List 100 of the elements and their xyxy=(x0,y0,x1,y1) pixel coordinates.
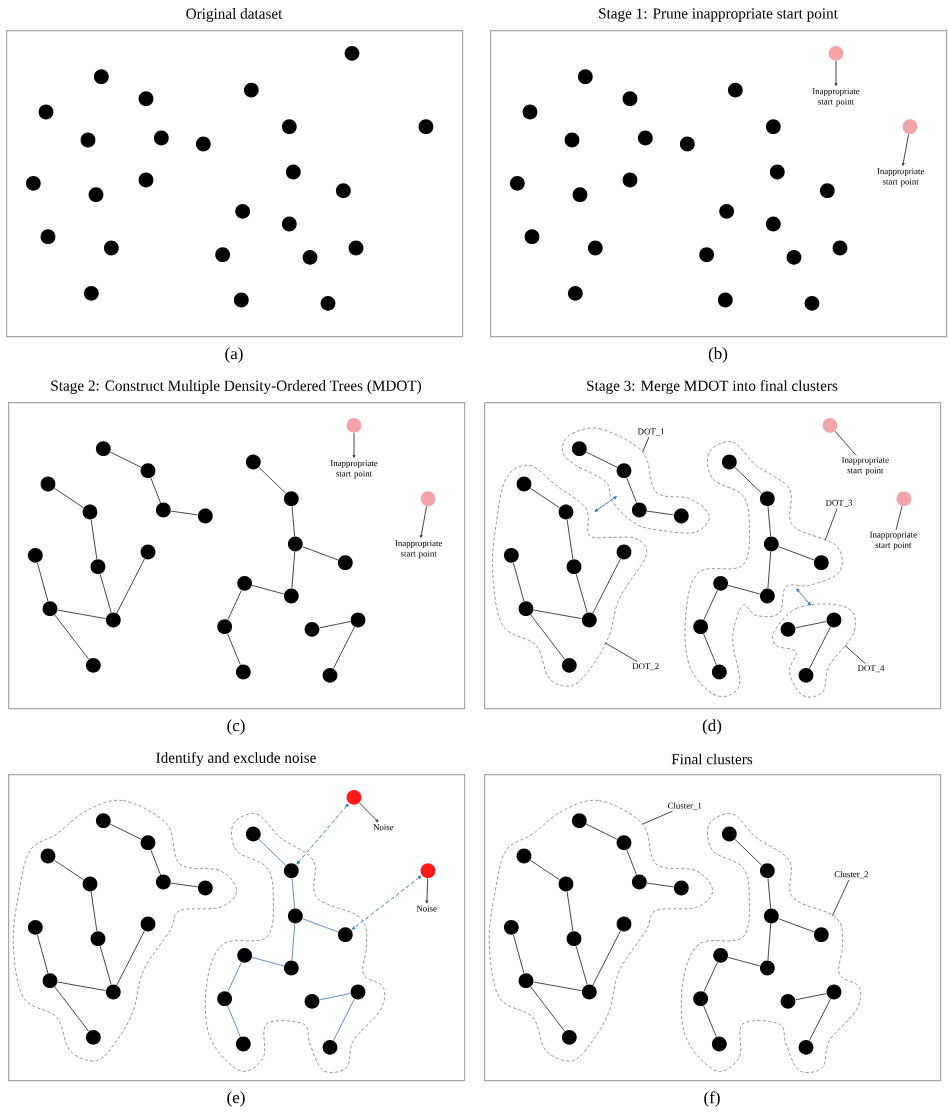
leader-line xyxy=(844,644,866,665)
data-point xyxy=(524,229,540,245)
tree-edge xyxy=(170,882,199,888)
data-point xyxy=(765,119,781,135)
tree-edge xyxy=(795,621,827,629)
tree-edge xyxy=(57,609,107,620)
data-point xyxy=(571,441,587,457)
tree-edge xyxy=(727,584,761,595)
tree-edge xyxy=(778,546,815,561)
tree-edge xyxy=(575,945,588,985)
tree-edge xyxy=(291,878,296,909)
data-point xyxy=(40,848,56,864)
data-point xyxy=(322,667,338,683)
data-point xyxy=(155,874,171,890)
tree-edge xyxy=(778,918,815,933)
panel-letter: (e) xyxy=(227,1091,245,1107)
data-point xyxy=(693,991,709,1007)
data-point xyxy=(233,292,249,308)
data-point xyxy=(346,417,362,433)
data-point xyxy=(828,45,844,61)
data-point xyxy=(82,876,98,892)
data-point xyxy=(822,417,838,433)
panel-letter: (c) xyxy=(227,719,245,735)
tree-edge xyxy=(109,451,142,468)
data-point xyxy=(155,502,171,518)
data-point xyxy=(88,187,104,203)
data-point xyxy=(42,973,58,989)
leader-arrow xyxy=(901,133,910,166)
panel-letter: (b) xyxy=(708,347,728,363)
data-point xyxy=(283,491,299,507)
data-point xyxy=(138,91,154,107)
tree-edge xyxy=(99,573,112,613)
tree-edge xyxy=(703,633,717,666)
leader-arrow xyxy=(834,60,838,86)
leader-arrow xyxy=(425,878,429,904)
tree-edge xyxy=(227,633,241,666)
data-point xyxy=(721,826,737,842)
data-point xyxy=(195,136,211,152)
tree-edge xyxy=(512,562,525,602)
data-point xyxy=(281,119,297,135)
data-point xyxy=(95,441,111,457)
tree-edge xyxy=(227,589,242,621)
data-point xyxy=(567,285,583,301)
tree-edge xyxy=(99,945,112,985)
data-point xyxy=(769,164,785,180)
data-point xyxy=(320,295,336,311)
tree-edge xyxy=(767,506,772,537)
tree-edge xyxy=(575,573,588,613)
data-point xyxy=(287,908,303,924)
data-point xyxy=(337,555,353,571)
data-point xyxy=(215,247,231,263)
data-point xyxy=(237,575,253,591)
data-point xyxy=(581,984,597,1000)
data-point xyxy=(759,491,775,507)
data-point xyxy=(727,82,743,98)
data-point xyxy=(713,947,729,963)
data-point xyxy=(558,876,574,892)
data-point xyxy=(616,835,632,851)
tree-edge xyxy=(54,487,84,509)
panel-letter: (f) xyxy=(704,1091,720,1107)
data-point xyxy=(38,104,54,120)
data-point xyxy=(283,863,299,879)
panel-letter: (a) xyxy=(225,347,243,363)
tree-edge xyxy=(646,882,675,888)
data-point xyxy=(105,612,121,628)
merge-arrow xyxy=(594,496,617,512)
data-point xyxy=(344,45,360,61)
data-point xyxy=(631,874,647,890)
tree-edge xyxy=(333,626,355,669)
tree-edge xyxy=(626,849,637,876)
tree-edge xyxy=(57,981,107,992)
data-point xyxy=(717,292,733,308)
data-point xyxy=(516,848,532,864)
data-point xyxy=(27,919,43,935)
data-point xyxy=(217,619,233,635)
tree-edge xyxy=(291,551,296,589)
data-point xyxy=(587,240,603,256)
tree-edge xyxy=(319,621,351,629)
data-point xyxy=(90,931,106,947)
tree-edge xyxy=(626,477,637,504)
tree-edge xyxy=(530,614,566,660)
leader-line xyxy=(642,436,650,453)
tree-edge xyxy=(530,986,566,1032)
data-point xyxy=(140,916,156,932)
data-point xyxy=(350,612,366,628)
tree-edge xyxy=(54,614,90,660)
data-point xyxy=(566,559,582,575)
tree-edge xyxy=(727,956,761,967)
leader-arrow xyxy=(352,432,356,458)
merge-arrow xyxy=(796,588,812,606)
leader-arrow xyxy=(359,802,379,823)
data-point xyxy=(693,619,709,635)
data-point xyxy=(197,880,213,896)
data-point xyxy=(637,130,653,146)
data-point xyxy=(616,544,632,560)
data-point xyxy=(786,249,802,265)
tree-edge xyxy=(302,918,339,933)
data-point xyxy=(622,91,638,107)
tree-edge xyxy=(767,551,772,589)
tree-edge xyxy=(227,961,242,993)
